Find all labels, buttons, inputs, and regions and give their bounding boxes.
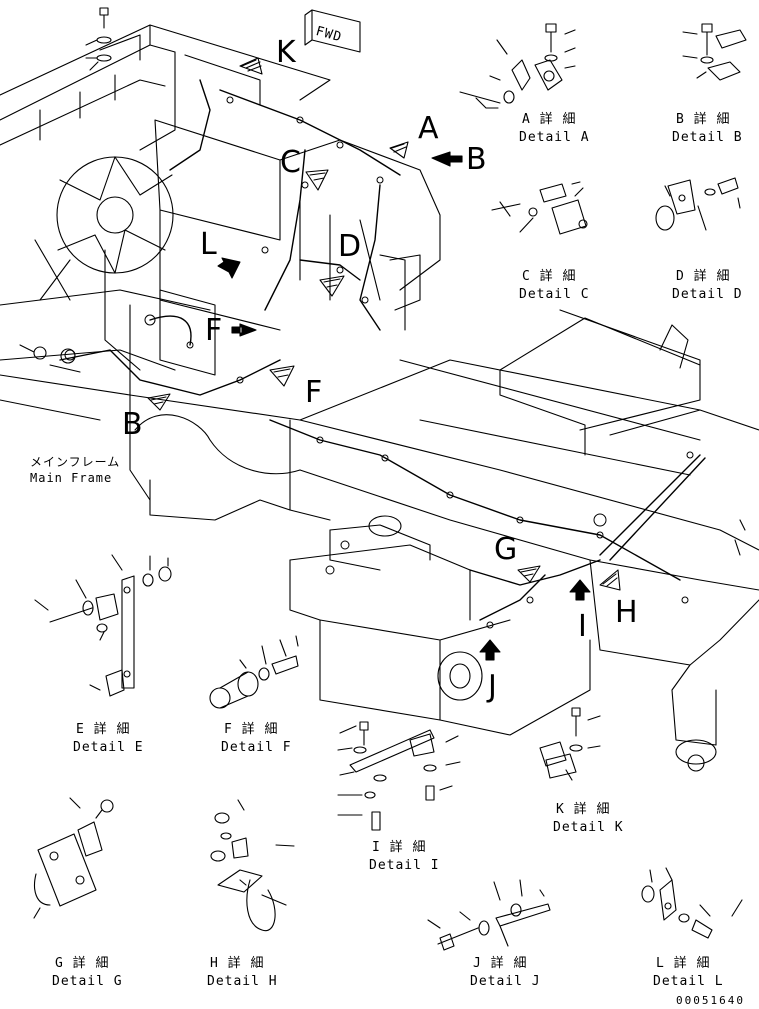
detail-c-drawing [491,181,588,235]
detail-a-drawing [459,23,576,109]
callout-f-upper: F [205,313,223,348]
callout-l: L [200,227,217,262]
detail-g-caption-en: Detail G [52,974,123,989]
detail-e-caption-jp: E 詳 細 [76,722,131,737]
detail-j-caption-jp: J 詳 細 [473,956,528,971]
callout-f-lower: F [305,375,323,410]
detail-b-drawing [682,23,747,81]
detail-c-caption-jp: C 詳 細 [522,269,577,284]
detail-l-caption-jp: L 詳 細 [656,956,711,971]
detail-c-caption-en: Detail C [519,287,590,302]
callout-i: I [578,609,587,644]
detail-j-caption-en: Detail J [470,974,541,989]
callout-arrows [147,57,621,661]
main-frame-drawing [0,7,759,772]
detail-h-caption-jp: H 詳 細 [210,956,265,971]
detail-l-drawing [641,867,743,939]
detail-j-drawing [427,879,551,951]
callout-a: A [418,111,439,146]
detail-f-caption-jp: F 詳 細 [224,722,279,737]
detail-d-drawing [655,177,741,231]
detail-h-caption-en: Detail H [207,974,278,989]
detail-d-caption-en: Detail D [672,287,743,302]
callout-c: C [280,145,301,180]
callout-b-lower: B [122,407,143,442]
detail-g-drawing [33,797,114,919]
detail-k-caption-en: Detail K [553,820,624,835]
callout-k: K [276,35,296,70]
callout-j: J [488,669,497,704]
callout-g: G [494,532,518,567]
detail-i-caption-en: Detail I [369,858,440,873]
part-number: 00051640 [676,994,745,1007]
detail-f-caption-en: Detail F [221,740,292,755]
detail-i-caption-jp: I 詳 細 [372,840,427,855]
detail-a-caption-en: Detail A [519,130,590,145]
detail-d-caption-jp: D 詳 細 [676,269,731,284]
detail-h-drawing [210,799,295,932]
main-frame-label-en: Main Frame [30,471,113,485]
detail-f-drawing [209,635,299,709]
detail-i-drawing [337,721,461,831]
detail-b-caption-en: Detail B [672,130,743,145]
detail-k-caption-jp: K 詳 細 [556,802,611,817]
detail-b-caption-jp: B 詳 細 [676,112,731,127]
callout-h: H [615,595,638,630]
callout-d: D [338,229,362,264]
detail-k-drawing [539,707,601,781]
detail-l-caption-en: Detail L [653,974,724,989]
detail-g-caption-jp: G 詳 細 [55,956,110,971]
detail-a-caption-jp: A 詳 細 [522,112,577,127]
forward-indicator [304,9,361,53]
main-frame-label-jp: メインフレーム [30,455,121,469]
detail-e-drawing [34,554,172,697]
detail-e-caption-en: Detail E [73,740,144,755]
callout-b-upper: B [466,142,487,177]
